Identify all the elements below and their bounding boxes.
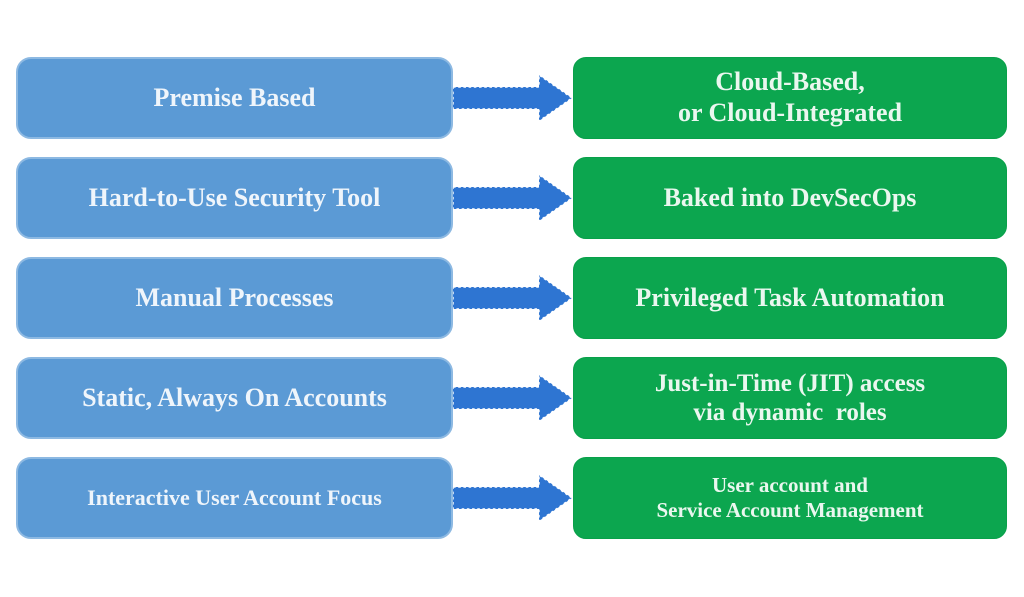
modern-box: Privileged Task Automation xyxy=(573,257,1007,339)
modern-label-line: Cloud-Based, xyxy=(715,67,865,97)
modern-label-line: via dynamic roles xyxy=(693,399,887,426)
right-arrow-icon xyxy=(453,273,573,323)
row-static-to-jit: Static, Always On Accounts Just-in-Time … xyxy=(16,357,1024,439)
modern-label-line: User account and xyxy=(712,473,868,498)
legacy-label: Hard-to-Use Security Tool xyxy=(88,182,381,212)
arrow-zone xyxy=(453,257,573,339)
row-interactive-to-service-accounts: Interactive User Account Focus User acco… xyxy=(16,457,1024,539)
row-manual-to-automation: Manual Processes Privileged Task Automat… xyxy=(16,257,1024,339)
legacy-label: Premise Based xyxy=(153,82,316,112)
modern-label-line: Privileged Task Automation xyxy=(635,282,945,312)
modern-label-line: Baked into DevSecOps xyxy=(663,182,917,212)
modern-label-line: or Cloud-Integrated xyxy=(677,98,903,127)
row-premise-to-cloud: Premise Based Cloud-Based, or Cloud-Inte… xyxy=(16,57,1024,139)
right-arrow-icon xyxy=(453,373,573,423)
legacy-box: Static, Always On Accounts xyxy=(16,357,453,439)
arrow-zone xyxy=(453,157,573,239)
modern-box: Just-in-Time (JIT) access via dynamic ro… xyxy=(573,357,1007,439)
arrow-zone xyxy=(453,357,573,439)
right-arrow-icon xyxy=(453,73,573,123)
legacy-box: Manual Processes xyxy=(16,257,453,339)
legacy-box: Hard-to-Use Security Tool xyxy=(16,157,453,239)
right-arrow-icon xyxy=(453,473,573,523)
modern-label-line: Just-in-Time (JIT) access xyxy=(654,369,926,397)
legacy-label: Interactive User Account Focus xyxy=(87,485,382,511)
legacy-label: Manual Processes xyxy=(135,282,334,312)
legacy-label: Static, Always On Accounts xyxy=(82,382,387,412)
row-security-tool-to-devsecops: Hard-to-Use Security Tool Baked into Dev… xyxy=(16,157,1024,239)
arrow-zone xyxy=(453,457,573,539)
legacy-box: Premise Based xyxy=(16,57,453,139)
modern-box: User account and Service Account Managem… xyxy=(573,457,1007,539)
modern-label-line: Service Account Management xyxy=(656,498,924,522)
legacy-box: Interactive User Account Focus xyxy=(16,457,453,539)
modern-box: Baked into DevSecOps xyxy=(573,157,1007,239)
right-arrow-icon xyxy=(453,173,573,223)
arrow-zone xyxy=(453,57,573,139)
modern-box: Cloud-Based, or Cloud-Integrated xyxy=(573,57,1007,139)
